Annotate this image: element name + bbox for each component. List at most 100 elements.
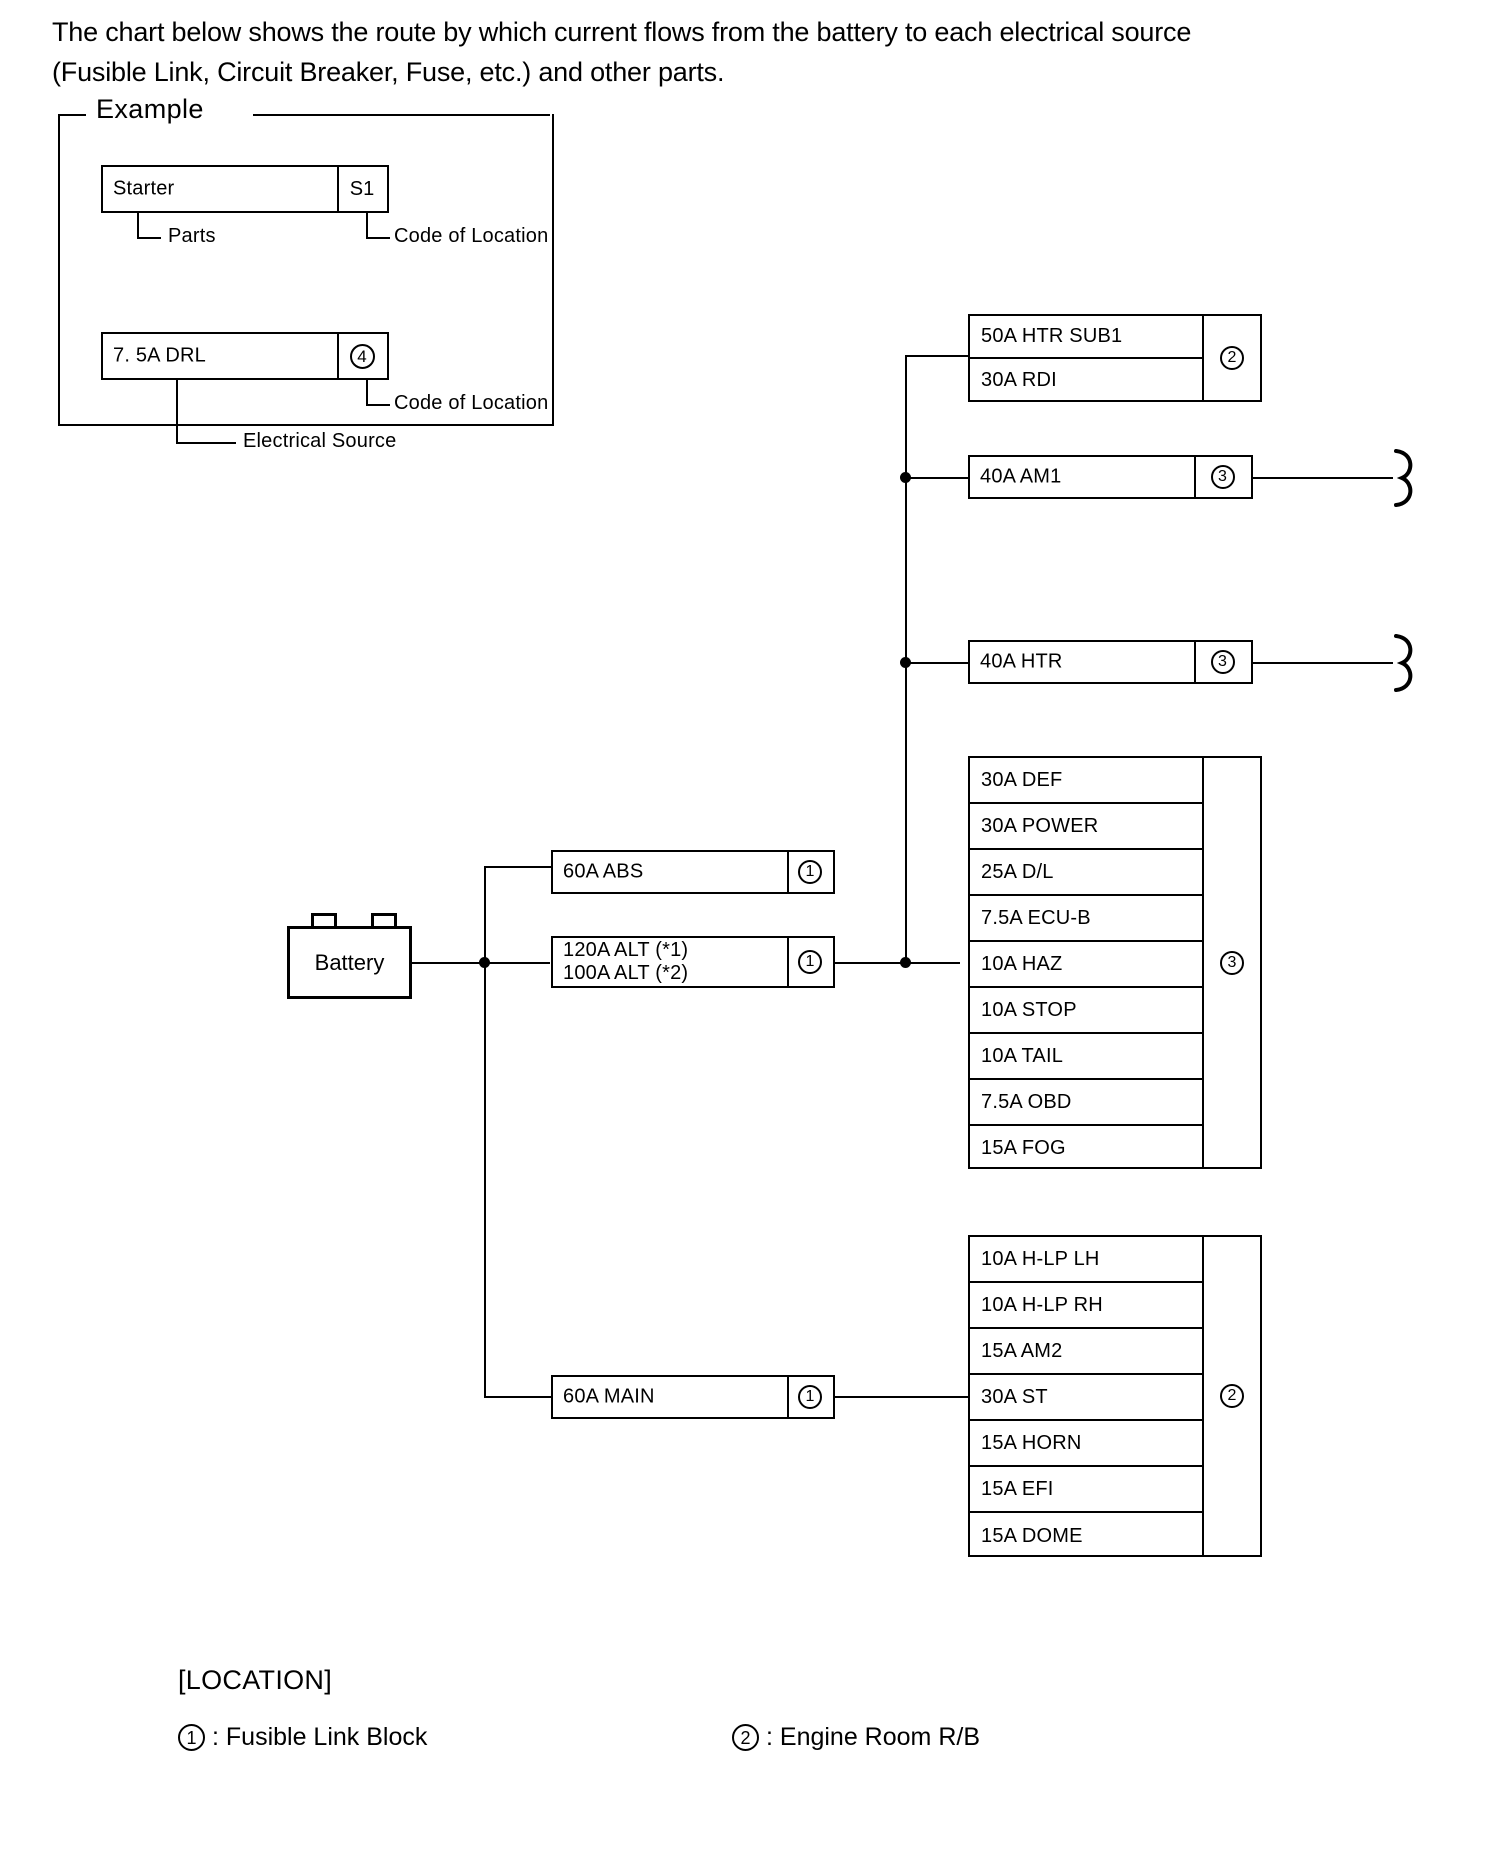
fuse-row: 15A DOME [981,1524,1083,1547]
battery-label: Battery [314,949,385,975]
intro-paragraph: The chart below shows the route by which… [52,12,1412,92]
location-legend-text: : Engine Room R/B [766,1723,980,1751]
fuse-row: 30A POWER [970,804,1202,850]
wire-bus-to-main [484,1396,553,1398]
circled-number: 4 [349,343,375,369]
location-section-title: [LOCATION] [178,1665,333,1695]
fusible-link-alt-name: 120A ALT (*1) 100A ALT (*2) [563,939,689,984]
battery-box: Battery [287,926,412,999]
fuse-block-bottom-code: 2 [1204,1235,1262,1557]
junction-dot-battery [479,957,490,968]
fuse-row: 10A H-LP RH [970,1283,1202,1329]
fuse-row: 7.5A OBD [970,1080,1202,1126]
example-source-name: 7. 5A DRL [113,344,206,367]
fuse-row: 25A D/L [970,850,1202,896]
fuse-row: 15A EFI [970,1467,1202,1513]
example-source-divider [337,334,339,378]
fusible-link-alt: 120A ALT (*1) 100A ALT (*2) 1 [551,936,835,988]
fusible-link-abs-name: 60A ABS [563,860,644,883]
location-legend-text: : Fusible Link Block [212,1723,428,1751]
circled-number: 1 [798,860,822,884]
fuse-block-top-code: 2 [1204,314,1262,402]
fuse-htr-code: 3 [1194,642,1251,682]
fuse-htr-name: 40A HTR [980,650,1063,673]
wire-htr-out [1253,662,1393,664]
fuse-row: 30A DEF [970,758,1202,804]
fuse-block-engine-room-rb-bottom: 10A H-LP LH 10A H-LP RH 15A AM2 30A ST 1… [968,1235,1204,1557]
fuse-block-instrument-panel-jb: 30A DEF 30A POWER 25A D/L 7.5A ECU-B 10A… [968,756,1204,1169]
example-legend-label: Example [96,94,204,124]
wire-trunk-to-top-block [905,355,970,357]
battery-terminal-right [371,913,397,926]
fuse-block-ip-code: 3 [1204,756,1262,1169]
source-code-annotation: Code of Location [394,392,549,414]
circled-number: 1 [798,950,822,974]
example-frame [58,114,554,426]
wire-break-icon [1394,449,1413,507]
fusible-link-abs: 60A ABS 1 [551,850,835,894]
example-frame-top-left [58,114,86,116]
intro-line-1: The chart below shows the route by which… [52,17,1192,47]
fuse-row: 10A HAZ [970,942,1202,988]
wire-main-to-er-block [835,1396,970,1398]
wire-am1-out [1253,477,1393,479]
location-legend-item-2: 2 : Engine Room R/B [732,1723,980,1752]
fuse-am1-divider [1194,457,1196,497]
parts-leader-horizontal [137,237,161,239]
source-code-leader-horizontal [366,404,390,406]
fusible-link-abs-divider [787,852,789,892]
circled-number: 1 [178,1724,205,1751]
wire-alt-to-trunk [835,962,960,964]
parts-annotation: Parts [168,225,216,247]
wire-bus-to-abs [484,866,553,868]
example-source-code: 4 [337,334,387,378]
fuse-row: 7.5A ECU-B [970,896,1202,942]
example-source-box: 7. 5A DRL 4 [101,332,389,380]
wire-tap-to-htr [905,662,970,664]
part-code-leader-horizontal [366,237,390,239]
fuse-am1: 40A AM1 3 [968,455,1253,499]
fuse-row: 10A STOP [970,988,1202,1034]
source-code-leader-vertical [366,380,368,404]
fuse-row: 15A AM2 [970,1329,1202,1375]
intro-line-2: (Fusible Link, Circuit Breaker, Fuse, et… [52,57,725,87]
wire-tap-to-am1 [905,477,970,479]
example-part-name: Starter [113,177,175,200]
circled-number: 2 [1220,346,1244,370]
example-part-box: Starter S1 [101,165,389,213]
example-part-code: S1 [349,177,375,200]
fuse-row: 15A FOG [981,1137,1066,1159]
fuse-am1-code: 3 [1194,457,1251,497]
part-code-leader-vertical [366,213,368,237]
circled-number: 3 [1210,650,1235,674]
fusible-link-main-divider [787,1377,789,1417]
electrical-source-annotation: Electrical Source [243,430,397,452]
example-frame-top-right [253,114,550,116]
circled-number: 3 [1220,950,1244,975]
fuse-row: 10A TAIL [970,1034,1202,1080]
wire-break-icon [1394,634,1413,692]
fusible-link-main: 60A MAIN 1 [551,1375,835,1419]
fuse-htr: 40A HTR 3 [968,640,1253,684]
circled-number: 1 [798,1385,822,1409]
fusible-link-main-code: 1 [787,1377,833,1417]
fusible-link-alt-divider [787,938,789,986]
wire-trunk-to-ip-block [905,962,960,964]
electrical-source-leader-horizontal [176,442,236,444]
wire-left-bus-vertical [484,866,486,1396]
circled-number: 2 [1220,1384,1244,1408]
example-part-divider [337,167,339,211]
fuse-row: 50A HTR SUB1 [970,316,1202,359]
location-legend-item-1: 1 : Fusible Link Block [178,1723,427,1752]
fusible-link-alt-code: 1 [787,938,833,986]
fuse-row: 10A H-LP LH [970,1237,1202,1283]
fuse-htr-divider [1194,642,1196,682]
circled-number: 3 [1210,465,1235,489]
fuse-block-engine-room-rb-top: 50A HTR SUB1 30A RDI [968,314,1204,402]
part-code-annotation: Code of Location [394,225,549,247]
circled-number: 2 [732,1724,759,1751]
battery-terminal-left [311,913,337,926]
fusible-link-abs-code: 1 [787,852,833,892]
fuse-row: 30A ST [970,1375,1202,1421]
